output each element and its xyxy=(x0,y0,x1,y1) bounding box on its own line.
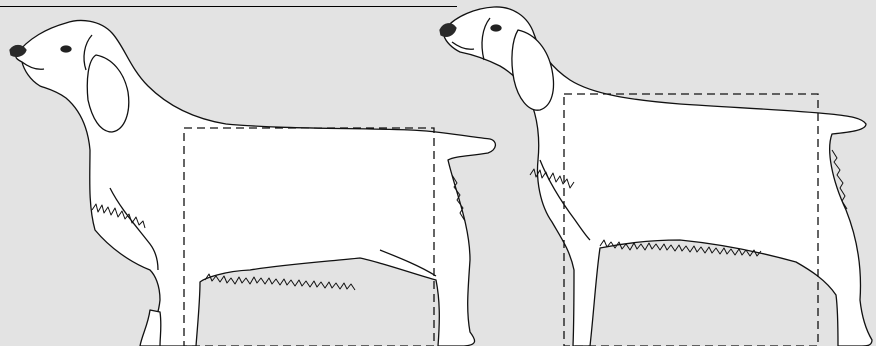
left-dog-nose xyxy=(9,44,27,57)
left-dog-foreleg-front xyxy=(139,309,162,346)
right-dog xyxy=(439,6,873,346)
left-dog-ear xyxy=(86,54,130,133)
right-dog-nose xyxy=(439,23,457,37)
right-dog-ear xyxy=(511,29,555,111)
top-rule-line xyxy=(0,0,457,7)
left-dog-feather xyxy=(91,174,466,291)
right-proportion-box xyxy=(563,93,819,346)
right-dog-head-line xyxy=(481,17,491,61)
left-dog-head-line xyxy=(83,34,93,71)
right-dog-mouth xyxy=(451,41,475,50)
left-dog-body xyxy=(15,19,497,346)
left-dog-rear-line xyxy=(379,249,437,277)
right-dog-feather xyxy=(529,149,848,257)
left-dog xyxy=(9,19,497,346)
left-proportion-box xyxy=(183,127,435,346)
right-dog-body xyxy=(442,6,873,346)
left-dog-eye xyxy=(60,45,72,53)
left-dog-mouth xyxy=(21,61,45,70)
left-dog-leg-line xyxy=(109,187,159,271)
right-dog-eye xyxy=(490,24,502,32)
